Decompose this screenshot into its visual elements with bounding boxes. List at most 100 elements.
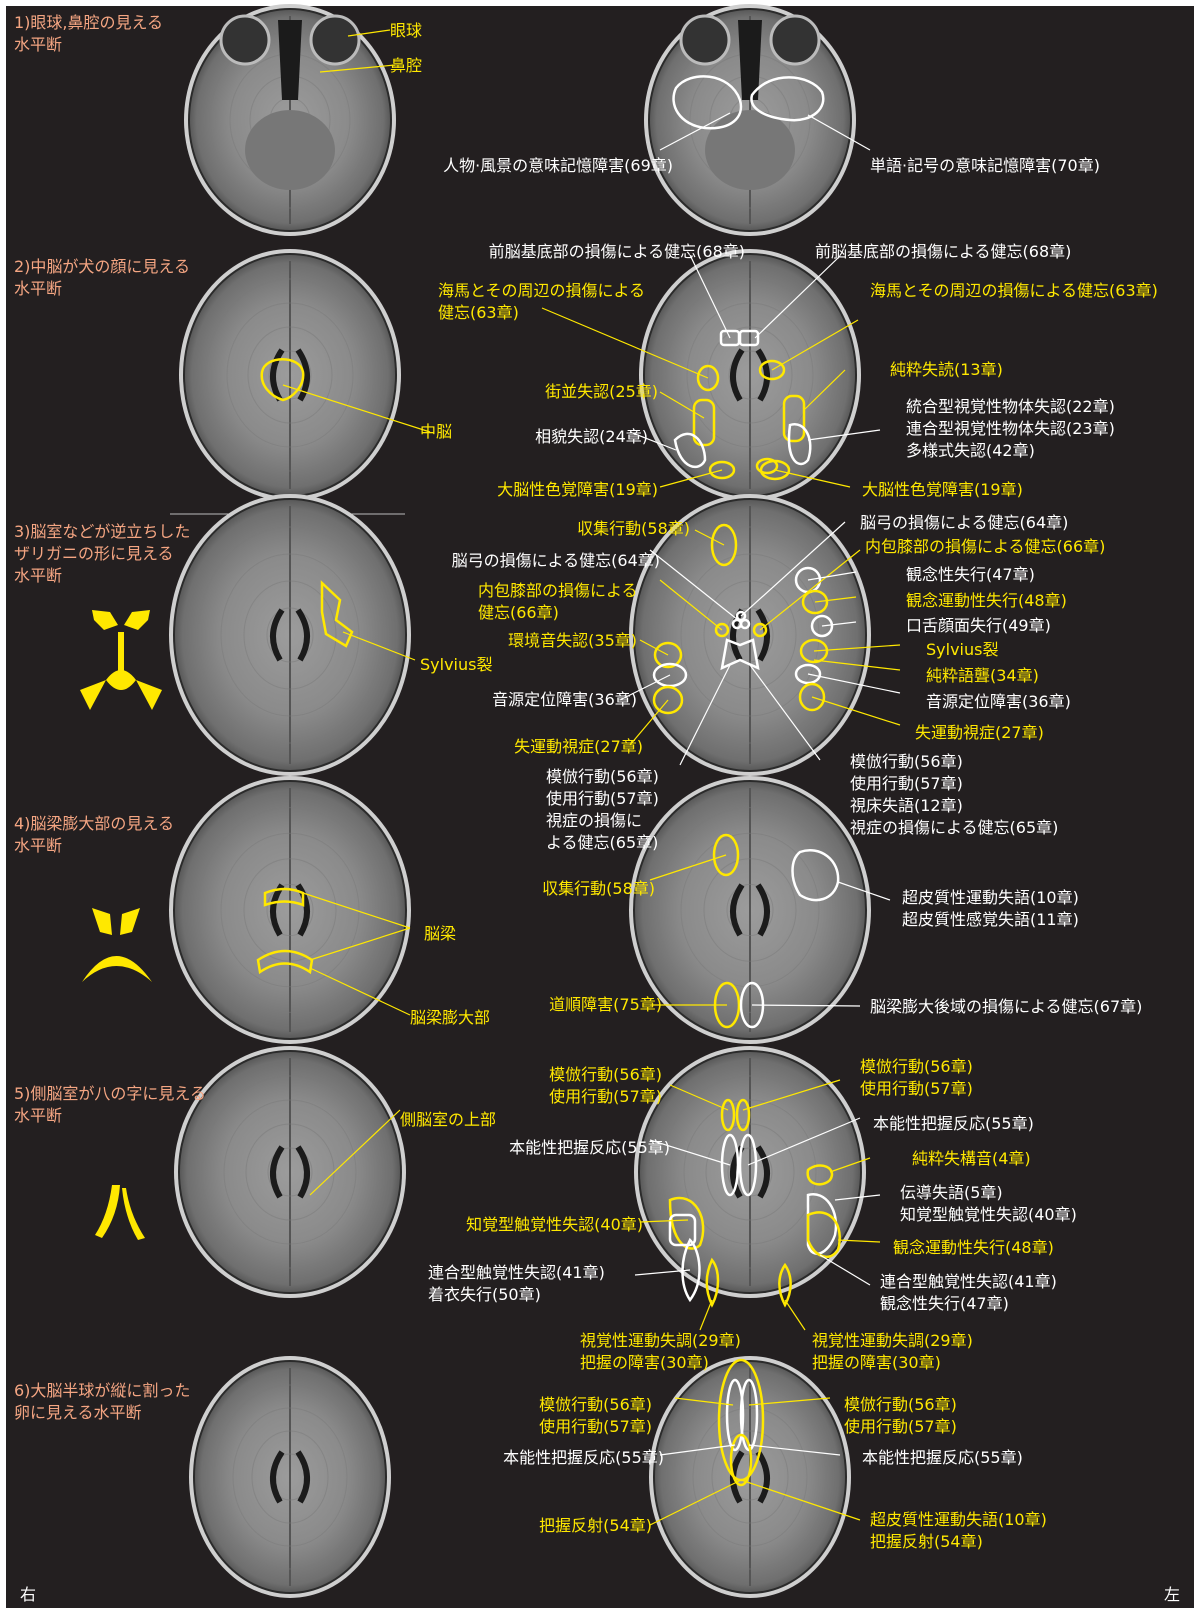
annotation-line: 内包膝部の損傷による — [478, 581, 638, 600]
annotation-line: 把握反射(54章) — [870, 1532, 983, 1551]
brain-slice — [639, 249, 861, 501]
brain-slice — [184, 4, 396, 236]
annotation-line: 知覚型触覚性失認(40章) — [900, 1205, 1077, 1224]
annotation-line: 模倣行動(56章) — [549, 1065, 662, 1084]
annotation-line: 多様式失認(42章) — [906, 441, 1035, 460]
annotation-label-s5-tactile-r: 知覚型触覚性失認(40章) — [466, 1215, 643, 1234]
annotation-line: 把握の障害(30章) — [812, 1353, 941, 1372]
annotation-line: 本能性把握反応(55章) — [509, 1138, 670, 1157]
annotation-label-s4-collect: 収集行動(58章) — [542, 879, 655, 898]
annotation-label-s5-grasp-l: 本能性把握反応(55章) — [509, 1138, 670, 1157]
annotation-line: 脳梁 — [424, 924, 456, 943]
annotation-label-s1-nasal: 鼻腔 — [390, 56, 422, 75]
annotation-label-s3-buccofacial: 口舌顔面失行(49章) — [906, 616, 1051, 635]
annotation-line: 前脳基底部の損傷による健忘(68章) — [489, 242, 745, 261]
left-side-label: 左 — [1164, 1585, 1180, 1604]
annotation-line: 口舌顔面失行(49章) — [906, 616, 1051, 635]
annotation-line: 音源定位障害(36章) — [926, 692, 1071, 711]
annotation-label-s6-reflex: 把握反射(54章) — [539, 1516, 652, 1535]
annotation-line: Sylvius裂 — [420, 655, 492, 674]
annotation-line: 健忘(66章) — [478, 603, 559, 622]
annotation-label-s3-ideomotor: 観念運動性失行(48章) — [906, 591, 1067, 610]
annotation-line: 純粋失構音(4章) — [912, 1149, 1031, 1168]
brain-slice — [629, 776, 871, 1044]
annotation-line: 相貌失認(24章) — [535, 427, 648, 446]
annotation-line: 模倣行動(56章) — [844, 1395, 957, 1414]
annotation-label-s1-word-memory: 単語·記号の意味記憶障害(70章) — [870, 156, 1100, 175]
annotation-label-s2-hippo-l: 海馬とその周辺の損傷による健忘(63章) — [870, 281, 1158, 300]
annotation-label-s3-sylvius-l: Sylvius裂 — [926, 640, 998, 659]
annotation-line: 視覚性運動失調(29章) — [812, 1331, 973, 1350]
annotation-line: 超皮質性感覚失語(11章) — [902, 910, 1079, 929]
annotation-label-s3-genu-l: 内包膝部の損傷による健忘(66章) — [865, 537, 1105, 556]
annotation-line: 超皮質性運動失語(10章) — [902, 888, 1079, 907]
annotation-line: 知覚型触覚性失認(40章) — [466, 1215, 643, 1234]
brain-slice — [189, 1356, 391, 1598]
brain-slice — [169, 776, 411, 1044]
annotation-line: 側脳室の上部 — [400, 1110, 496, 1129]
annotation-line: 模倣行動(56章) — [539, 1395, 652, 1414]
annotation-line: 連合型触覚性失認(41章) — [428, 1263, 605, 1282]
annotation-line: 超皮質性運動失語(10章) — [870, 1510, 1047, 1529]
annotation-label-s3-sound-loc-l: 音源定位障害(36章) — [926, 692, 1071, 711]
brain-slice — [644, 4, 856, 236]
annotation-label-s2-forebrain-r: 前脳基底部の損傷による健忘(68章) — [489, 242, 745, 261]
annotation-line: よる健忘(65章) — [546, 833, 658, 852]
annotation-line: 視床失語(12章) — [850, 796, 963, 815]
annotation-line: 内包膝部の損傷による健忘(66章) — [865, 537, 1105, 556]
annotation-line: 環境音失認(35章) — [508, 631, 637, 650]
annotation-line: 本能性把握反応(55章) — [862, 1448, 1023, 1467]
annotation-line: 失運動視症(27章) — [514, 737, 643, 756]
annotation-line: 模倣行動(56章) — [546, 767, 659, 786]
annotation-label-s3-ataxia-r: 失運動視症(27章) — [514, 737, 643, 756]
annotation-line: 視症の損傷による健忘(65章) — [850, 818, 1058, 837]
annotation-label-s5-upper-ventricle: 側脳室の上部 — [400, 1110, 496, 1129]
annotation-line: Sylvius裂 — [926, 640, 998, 659]
annotation-line: 使用行動(57章) — [844, 1417, 957, 1436]
annotation-line: 収集行動(58章) — [542, 879, 655, 898]
annotation-line: 模倣行動(56章) — [860, 1057, 973, 1076]
annotation-line: 模倣行動(56章) — [850, 752, 963, 771]
annotation-line: 前脳基底部の損傷による健忘(68章) — [815, 242, 1071, 261]
annotation-line: 伝導失語(5章) — [900, 1183, 1003, 1202]
annotation-label-s1-eyeball: 眼球 — [390, 21, 422, 40]
annotation-label-s6-grasp-l: 本能性把握反応(55章) — [862, 1448, 1023, 1467]
annotation-line: 脳梁膨大後域の損傷による健忘(67章) — [870, 997, 1142, 1016]
annotation-label-s2-color-l: 大脳性色覚障害(19章) — [862, 480, 1023, 499]
annotation-label-s6-grasp-r: 本能性把握反応(55章) — [503, 1448, 664, 1467]
annotation-label-s2-forebrain-l: 前脳基底部の損傷による健忘(68章) — [815, 242, 1071, 261]
annotation-line: 単語·記号の意味記憶障害(70章) — [870, 156, 1100, 175]
annotation-line: 鼻腔 — [390, 56, 422, 75]
annotation-line: 視症の損傷に — [546, 811, 642, 830]
annotation-line: 眼球 — [390, 21, 422, 40]
annotation-line: 純粋失読(13章) — [890, 360, 1003, 379]
annotation-line: 統合型視覚性物体失認(22章) — [906, 397, 1115, 416]
annotation-line: 本能性把握反応(55章) — [873, 1114, 1034, 1133]
annotation-line: 海馬とその周辺の損傷による — [438, 281, 645, 300]
annotation-line: 健忘(63章) — [438, 303, 519, 322]
annotation-label-s2-face: 相貌失認(24章) — [535, 427, 648, 446]
annotation-line: 失運動視症(27章) — [915, 723, 1044, 742]
annotation-label-s3-fornix-l: 脳弓の損傷による健忘(64章) — [860, 513, 1068, 532]
annotation-label-s5-anarthria: 純粋失構音(4章) — [912, 1149, 1031, 1168]
annotation-line: 大脳性色覚障害(19章) — [862, 480, 1023, 499]
annotation-label-s2-alexia: 純粋失読(13章) — [890, 360, 1003, 379]
annotation-line: 使用行動(57章) — [860, 1079, 973, 1098]
brain-slice — [174, 1046, 406, 1298]
annotation-line: 海馬とその周辺の損傷による健忘(63章) — [870, 281, 1158, 300]
annotation-label-s2-street: 街並失認(25章) — [545, 382, 658, 401]
annotation-line: 観念運動性失行(48章) — [893, 1238, 1054, 1257]
annotation-line: 視覚性運動失調(29章) — [580, 1331, 741, 1350]
annotation-line: 連合型触覚性失認(41章) — [880, 1272, 1057, 1291]
annotation-label-s3-env-sound: 環境音失認(35章) — [508, 631, 637, 650]
annotation-label-s4-splenium: 脳梁膨大部 — [410, 1008, 490, 1027]
annotation-label-s4-callosum: 脳梁 — [424, 924, 456, 943]
annotation-line: 観念性失行(47章) — [880, 1294, 1009, 1313]
brain-slice — [179, 249, 401, 501]
right-side-label: 右 — [20, 1585, 36, 1604]
annotation-label-s5-ideomotor: 観念運動性失行(48章) — [893, 1238, 1054, 1257]
annotation-label-s5-grasp-r: 本能性把握反応(55章) — [873, 1114, 1034, 1133]
annotation-label-s3-fornix-r: 脳弓の損傷による健忘(64章) — [452, 551, 660, 570]
annotation-label-s3-sylvius-r: Sylvius裂 — [420, 655, 492, 674]
